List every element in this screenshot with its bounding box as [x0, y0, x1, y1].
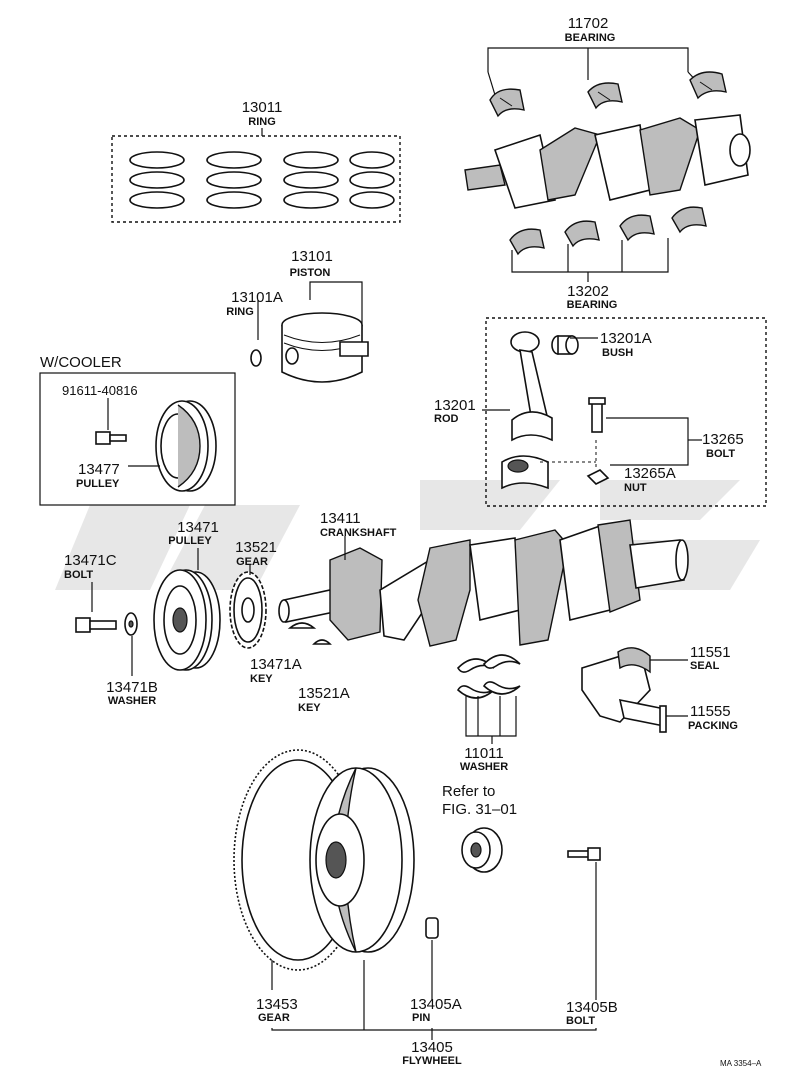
part-number-13471b: 13471B: [106, 679, 158, 696]
crank-pulley-13471: [153, 569, 221, 671]
piston-ring-sets: [111, 128, 401, 223]
part-number-11551: 11551: [690, 644, 731, 661]
bearing-shell: [689, 71, 727, 100]
part-number-13521a: 13521A: [298, 685, 350, 702]
part-number-13405: 13405: [411, 1039, 453, 1056]
pulley-13477: [155, 400, 217, 492]
flywheel-13405: [309, 767, 415, 953]
part-number-91611: 91611-40816: [62, 383, 138, 398]
rod-cap: [501, 455, 549, 490]
part-number-11011: 11011: [464, 745, 504, 762]
rod-nut: [586, 469, 610, 485]
part-name-13201a: BUSH: [602, 347, 633, 359]
bearing-shell: [564, 220, 600, 248]
part-name-13202: BEARING: [567, 299, 618, 311]
ring-set: [283, 151, 339, 209]
bolt-13471c: [75, 617, 117, 633]
key-13521a: [312, 639, 332, 645]
rod-bolt: [588, 397, 606, 433]
part-number-13101a: 13101A: [231, 289, 283, 306]
part-number-13411: 13411: [320, 510, 361, 527]
bearing-shell: [619, 214, 655, 242]
part-name-13521: GEAR: [236, 556, 268, 568]
part-name-11011: WASHER: [460, 761, 508, 773]
part-name-13101: PISTON: [290, 267, 331, 279]
thrust-washers-11011: [456, 654, 521, 744]
part-number-13471a: 13471A: [250, 656, 302, 673]
drawing-code: MA 3354–A: [720, 1059, 762, 1068]
part-number-13265a: 13265A: [624, 465, 676, 482]
part-name-13471b: WASHER: [108, 695, 156, 707]
part-number-13405a: 13405A: [410, 996, 462, 1013]
rod-bearing-set: [509, 206, 707, 282]
crankshaft-13411: [278, 519, 689, 647]
part-number-13477: 13477: [78, 461, 120, 478]
part-number-13521: 13521: [235, 539, 277, 556]
part-name-13101a: RING: [226, 306, 254, 318]
part-name-13471c: BOLT: [64, 569, 93, 581]
refer-text-line2: FIG. 31–01: [442, 801, 517, 818]
part-name-13471: PULLEY: [168, 535, 212, 547]
ring-set: [349, 151, 395, 209]
part-name-13453: GEAR: [258, 1012, 290, 1024]
bolt-91611: [95, 431, 127, 445]
part-name-11702: BEARING: [565, 32, 616, 44]
crankshaft-small: [464, 114, 751, 209]
part-number-13265: 13265: [702, 431, 744, 448]
piston: [250, 281, 369, 383]
part-name-13405a: PIN: [412, 1012, 430, 1024]
cooler-label: W/COOLER: [40, 354, 122, 371]
rod-bush: [551, 335, 579, 355]
part-number-13405b: 13405B: [566, 999, 618, 1016]
part-number-13201a: 13201A: [600, 330, 652, 347]
part-number-11702: 11702: [568, 15, 609, 32]
part-number-13101: 13101: [291, 248, 333, 265]
main-bearing-set-top: [487, 47, 727, 118]
flywheel-pin: [425, 917, 439, 939]
part-name-11555: PACKING: [688, 720, 738, 732]
part-number-13453: 13453: [256, 996, 298, 1013]
part-name-13201: ROD: [434, 413, 459, 425]
part-number-11555: 11555: [690, 703, 731, 720]
flywheel-bolt: [567, 847, 601, 861]
part-name-13405b: BOLT: [566, 1015, 595, 1027]
part-name-13471a: KEY: [250, 673, 273, 685]
bearing-shell: [671, 206, 707, 234]
part-name-13405: FLYWHEEL: [402, 1055, 462, 1067]
part-name-13265a: NUT: [624, 482, 647, 494]
refer-text-line1: Refer to: [442, 783, 495, 800]
part-name-11551: SEAL: [690, 660, 720, 672]
part-number-13011: 13011: [242, 99, 283, 116]
part-number-13201: 13201: [434, 397, 476, 414]
part-number-13471: 13471: [177, 519, 219, 536]
washer-13471b: [124, 612, 138, 636]
part-number-13202: 13202: [567, 283, 609, 300]
pilot-bearing: [461, 827, 503, 873]
ring-set: [206, 151, 262, 209]
part-name-13411: CRANKSHAFT: [320, 527, 397, 539]
part-name-13521a: KEY: [298, 702, 321, 714]
connecting-rod: [510, 331, 553, 442]
part-number-13471c: 13471C: [64, 552, 117, 569]
bearing-shell: [509, 228, 545, 256]
ring-set: [129, 151, 185, 209]
part-name-13265: BOLT: [706, 448, 735, 460]
gear-13521: [229, 571, 267, 649]
bearing-shell: [587, 82, 623, 110]
bearing-shell: [489, 88, 525, 118]
key-13471a: [287, 622, 317, 629]
cooler-box: [39, 372, 236, 506]
part-name-13011: RING: [248, 116, 276, 128]
oil-seal-retainer: [581, 647, 688, 733]
part-name-13477: PULLEY: [76, 478, 120, 490]
connecting-rod-group: [482, 317, 767, 507]
